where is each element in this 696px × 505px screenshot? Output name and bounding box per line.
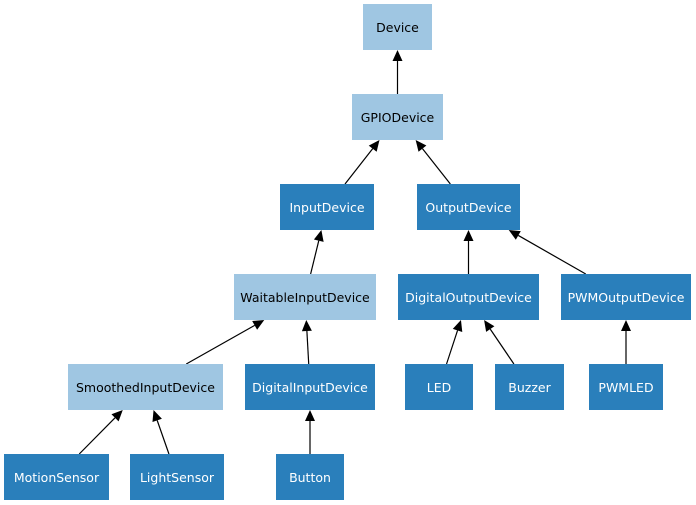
arrowhead-pwmled-to-pwmout <box>621 320 631 331</box>
arrowhead-motion-to-smoothed <box>111 410 123 422</box>
edge-led-to-digout <box>445 330 459 365</box>
arrowhead-button-to-digin <box>305 410 315 421</box>
edge-light-to-smoothed <box>156 420 170 455</box>
node-motion-sensor: MotionSensor <box>4 454 109 500</box>
node-pwm-output-device: PWMOutputDevice <box>561 274 691 320</box>
node-pwmled: PWMLED <box>589 364 663 410</box>
arrowhead-digin-to-waitable <box>301 320 312 332</box>
arrowhead-waitable-to-input <box>313 230 324 242</box>
arrowhead-light-to-smoothed <box>152 410 162 423</box>
arrowhead-smoothed-to-waitable <box>252 320 265 330</box>
arrowhead-digout-to-output <box>463 230 474 241</box>
arrowhead-input-to-gpio <box>368 140 380 152</box>
edge-output-to-gpio <box>421 148 451 185</box>
edge-input-to-gpio <box>344 148 374 185</box>
node-button: Button <box>276 454 344 500</box>
edge-buzzer-to-digout <box>489 328 515 365</box>
node-input-device: InputDevice <box>280 184 374 230</box>
arrowhead-gpio-to-device <box>392 50 403 61</box>
node-digital-input-device: DigitalInputDevice <box>245 364 375 410</box>
edge-motion-to-smoothed <box>78 417 116 455</box>
node-digital-output-device: DigitalOutputDevice <box>398 274 539 320</box>
node-output-device: OutputDevice <box>417 184 520 230</box>
node-gpio-device: GPIODevice <box>352 94 443 140</box>
node-led: LED <box>405 364 473 410</box>
edge-digin-to-waitable <box>306 330 310 365</box>
node-light-sensor: LightSensor <box>130 454 224 500</box>
arrowhead-buzzer-to-digout <box>484 320 495 332</box>
arrowhead-pwmout-to-output <box>508 230 521 240</box>
edge-smoothed-to-waitable <box>185 324 255 365</box>
edge-pwmout-to-output <box>518 234 587 275</box>
arrowhead-led-to-digout <box>452 320 463 333</box>
node-waitable-input-device: WaitableInputDevice <box>234 274 376 320</box>
node-smoothed-input-device: SmoothedInputDevice <box>68 364 223 410</box>
node-device: Device <box>363 4 432 50</box>
edge-waitable-to-input <box>310 240 320 275</box>
node-buzzer: Buzzer <box>495 364 564 410</box>
arrowhead-output-to-gpio <box>415 140 427 152</box>
